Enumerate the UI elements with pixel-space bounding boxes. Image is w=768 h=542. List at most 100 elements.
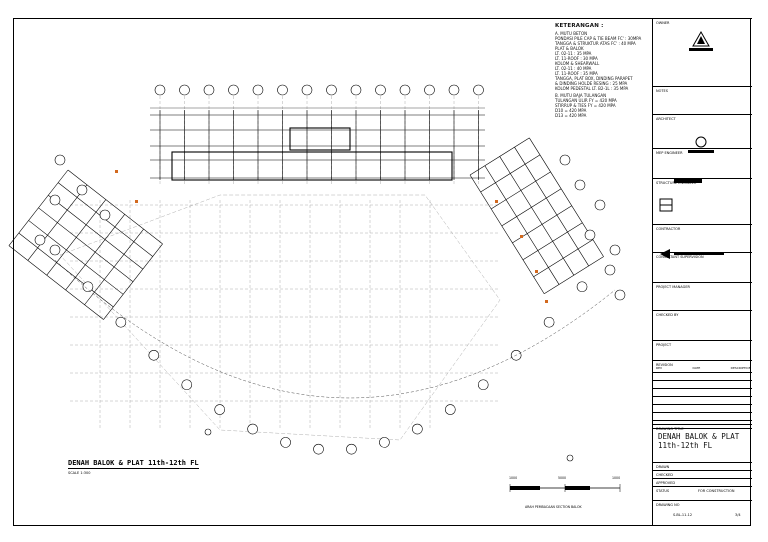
section-marker [204,428,212,436]
note-line: LT. 02-11 : 40 MPA [555,66,592,71]
slab-mark [495,200,498,203]
sign-row-label: CHECKED [656,473,673,477]
beam-line [28,220,124,295]
grid-bubble [399,84,411,96]
beam-line [103,243,163,320]
grid-bubble [477,379,489,391]
title-block-row: CHECKED BY [653,310,752,317]
grid-bubble [49,194,61,206]
note-line: & DINDING HOLDE RESING : 25 MPA [555,81,628,86]
grid-bubble [604,264,616,276]
grid-bubble [375,84,386,96]
note-line: LT. 11-ROOF : 30 MPA [555,56,598,61]
title-block-row-label: MEP ENGINEER [656,151,683,155]
drawing-no-label: DRAWING NO [656,503,680,507]
grid-bubble [350,84,362,96]
beam-line [18,232,114,308]
title-block-row: PROJECT [653,340,752,347]
grid-bubble [424,84,435,96]
title-block-row-label: NOTES [656,89,668,93]
grid-bubble [313,443,324,455]
sign-row: DRAWN [653,462,752,469]
grid-bubble [34,234,46,246]
podium-outline [59,194,501,441]
drawing-title-row: DRAWING TITLE [653,424,752,431]
beam-line [484,165,560,285]
beam-line [67,169,163,245]
revision-row [653,428,752,429]
status-value: FOR CONSTRUCTION [698,489,735,493]
grid-bubble [543,316,555,328]
grid-bubble [214,404,226,415]
revision-row [653,404,752,405]
slab-mark [520,235,523,238]
sheet-no-value: 3/4 [735,513,741,517]
grid-bubble [54,154,66,166]
title-block-row-label: CHECKED BY [656,313,679,317]
beam-line [469,137,530,176]
grid-bubble [247,423,258,435]
sign-row: APPROVED [653,478,752,485]
sign-row-label: DRAWN [656,465,670,469]
section-marker [566,454,574,462]
beam-lines [8,110,604,320]
drawing-no-value: S-BL-11-12 [673,513,693,517]
drawing-no-row: DRAWING NO S-BL-11-12 3/4 [653,500,752,517]
grid-bubble [576,281,588,293]
grid-bubble [82,281,94,293]
beam-line [8,169,69,246]
note-line: KOLOM & SHEARWALL [555,61,600,66]
revision-header-cell: REV [656,366,663,370]
beam-line [65,214,125,291]
title-block-row: ARCHITECT [653,114,752,121]
core-wall [289,127,351,151]
slab-mark [115,170,118,173]
revision-row [653,412,752,413]
grid-bubble [179,84,190,96]
title-block-row-label: ARCHITECT [656,117,676,121]
title-block-row-label: CONSULTANT SUPERVISION [656,255,704,259]
beam-line [514,147,589,267]
slab-marks [115,170,548,303]
sign-row-label: STATUS [656,489,670,493]
note-line: D10 = 420 MPA [555,108,587,113]
drawing-title-line-2: 11th-12th FL [658,441,713,450]
slab-mark [135,200,138,203]
revision-row [653,396,752,397]
title-block-row: CONTRACTOR [653,224,752,231]
note-line: A. MUTU BETON [555,31,588,36]
grid-bubble [559,154,571,166]
beam-line [38,207,134,282]
note-line: LT. 11-ROOF : 35 MPA [555,71,598,76]
revision-header-cell: DATE [692,366,701,370]
grid-bubble [346,443,357,455]
beam-line [27,184,88,261]
section-note: ARAH PEMBACAAN SECTION BALOK [525,505,582,509]
note-line: KOLOM PEDESTAL LT. B2-1L : 35 MPA [555,86,629,91]
grid-bubble [181,379,193,391]
grid-bubble [76,184,88,196]
note-line: LT. 02-11 : 35 MPA [555,51,592,56]
grid-bubble [379,437,390,448]
core-wall [171,151,453,181]
title-block-row-label: OWNER [656,21,670,25]
grid-bubble [574,179,586,191]
plan-scale: SCALE 1:300 [68,471,91,475]
title-block-row-label: REVISION [656,363,673,367]
grid-bubble [154,84,166,96]
title-block-row-label: PROJECT [656,343,672,347]
grid-bubble [412,423,423,435]
grid-bubble [252,84,264,96]
dimension-line [54,259,616,399]
notes-heading: KETERANGAN : [555,23,604,29]
revision-row [653,380,752,381]
beam-line [46,199,107,276]
title-block-row: MEP ENGINEER [653,148,752,155]
grid-bubble [609,244,621,256]
beam-line [84,228,144,305]
title-block-row-label: PROJECT MANAGER [656,285,690,289]
